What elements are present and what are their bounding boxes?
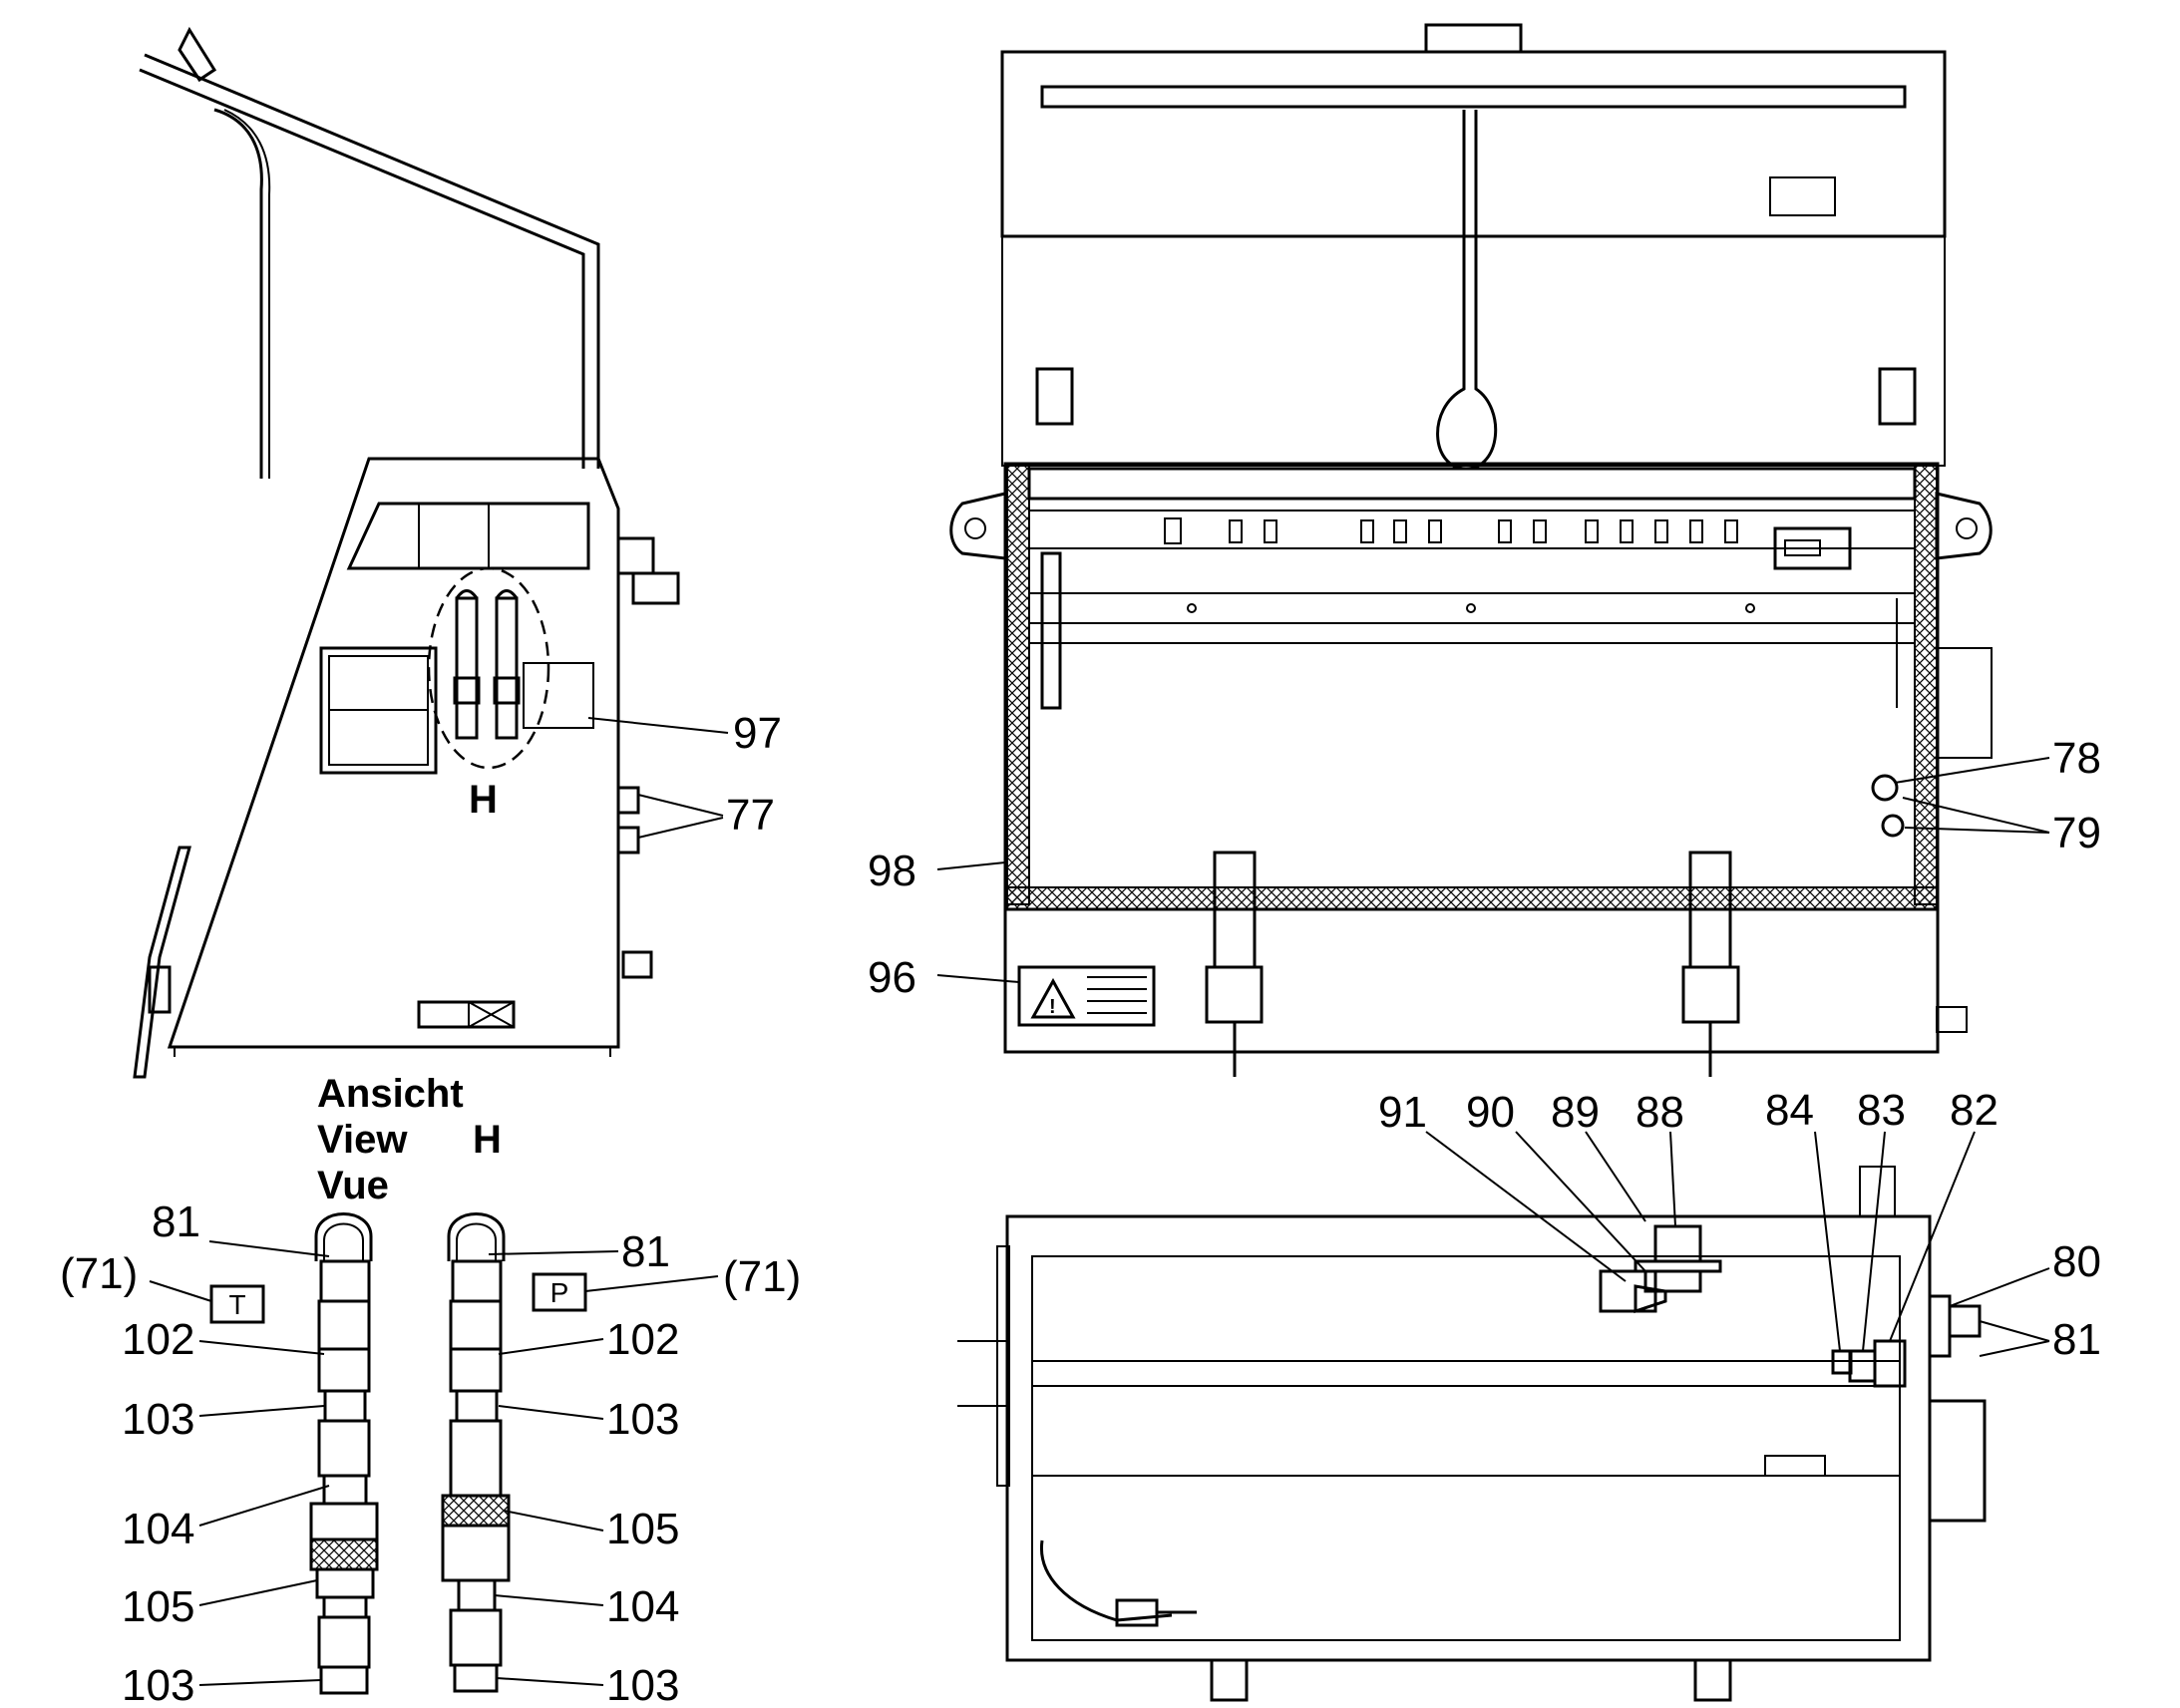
foot-left [1210, 1658, 1249, 1702]
callout-102-right: 102 [606, 1315, 679, 1364]
port-label-t: T [228, 1289, 245, 1320]
lug-right [1935, 492, 1993, 560]
rope [213, 108, 263, 479]
callout-103-left-a: 103 [122, 1395, 194, 1444]
warning-label [1017, 965, 1156, 1027]
housing-front [1003, 462, 1940, 1054]
clamp-left [1205, 851, 1264, 1077]
side-handle [133, 846, 191, 1079]
cable [1039, 1539, 1173, 1622]
gas-strut-left [1040, 551, 1062, 710]
view-title-line2: View [317, 1118, 408, 1162]
side-fitting-top [616, 536, 655, 575]
callout-89: 89 [1551, 1088, 1600, 1137]
lid [1000, 50, 1947, 238]
callout-71-left: (71) [60, 1249, 138, 1298]
side-window [346, 502, 590, 570]
front-view: ! [949, 23, 1993, 1077]
lug-left [949, 492, 1007, 560]
callout-80: 80 [2052, 1237, 2101, 1286]
fitting-78 [1871, 774, 1899, 802]
callout-90: 90 [1466, 1088, 1515, 1137]
hinge-right [1878, 367, 1917, 426]
hinge-left [1035, 367, 1074, 426]
lid-rail [1040, 85, 1907, 109]
port-box-p [532, 1272, 587, 1312]
counter-display [1773, 526, 1852, 570]
lid-handle [1424, 23, 1523, 54]
seal-bottom [1006, 886, 1938, 910]
callout-77: 77 [726, 791, 775, 840]
callout-81-left: 81 [152, 1197, 200, 1246]
callout-71-right: (71) [723, 1252, 801, 1301]
view-title-line1: Ansicht [317, 1072, 464, 1116]
detail-h-hoses-small [453, 589, 594, 740]
fitting-79 [1881, 814, 1905, 838]
seal-right [1914, 465, 1938, 905]
rope-loop [1436, 110, 1498, 471]
port-label-p: P [550, 1277, 569, 1308]
callout-102-left: 102 [122, 1315, 194, 1364]
callout-96: 96 [868, 953, 916, 1002]
callout-103-right-b: 103 [606, 1661, 679, 1708]
callout-103-left-b: 103 [122, 1661, 194, 1708]
callout-83: 83 [1857, 1086, 1906, 1135]
callout-84: 84 [1765, 1086, 1814, 1135]
callout-105-right: 105 [606, 1505, 679, 1553]
svg-text:!: ! [1049, 996, 1056, 1018]
callout-78: 78 [2052, 734, 2101, 783]
fitting-80 [1928, 1294, 1952, 1358]
seal-left [1006, 465, 1030, 905]
callout-88: 88 [1635, 1088, 1684, 1137]
hose-assembly-t [309, 1212, 379, 1695]
callout-81-mid: 81 [621, 1227, 670, 1276]
side-view [133, 26, 680, 1079]
callout-79: 79 [2052, 809, 2101, 857]
callout-98: 98 [868, 847, 916, 895]
leader-lines [149, 717, 2050, 1686]
terminal-blocks [1164, 517, 1852, 570]
port-box-t [209, 1284, 265, 1324]
detail-h-circle [427, 566, 550, 770]
callout-104-right: 104 [606, 1582, 679, 1631]
fitting-81 [1948, 1304, 1982, 1338]
view-h-detail: T P [209, 1212, 587, 1695]
callout-91: 91 [1378, 1088, 1427, 1137]
clamp-right [1681, 851, 1740, 1077]
lid-latch [178, 26, 217, 83]
callout-82: 82 [1950, 1086, 1998, 1135]
callout-97: 97 [733, 709, 782, 758]
top-view [957, 1166, 1987, 1702]
lid-plate [1769, 176, 1836, 216]
fitting-89-90-91 [1599, 1269, 1657, 1313]
callout-104-left: 104 [122, 1505, 194, 1553]
callout-105-left: 105 [122, 1582, 194, 1631]
view-title-line3: Vue [317, 1164, 389, 1207]
housing-side [167, 457, 620, 1049]
callouts: 97 77 78 79 98 96 91 90 89 88 84 83 82 8… [60, 709, 2101, 1708]
detail-letter: H [469, 778, 498, 822]
side-label-plate [417, 1000, 516, 1029]
view-title-letter: H [473, 1118, 502, 1162]
callout-103-right-a: 103 [606, 1395, 679, 1444]
foot-right [1693, 1658, 1732, 1702]
callout-81-topview: 81 [2052, 1315, 2101, 1364]
hose-assembly-p [441, 1212, 511, 1693]
fitting-83 [1848, 1349, 1877, 1383]
inspection-panel [319, 646, 438, 775]
housing-top [1005, 1214, 1932, 1662]
lid-arm [144, 53, 600, 469]
